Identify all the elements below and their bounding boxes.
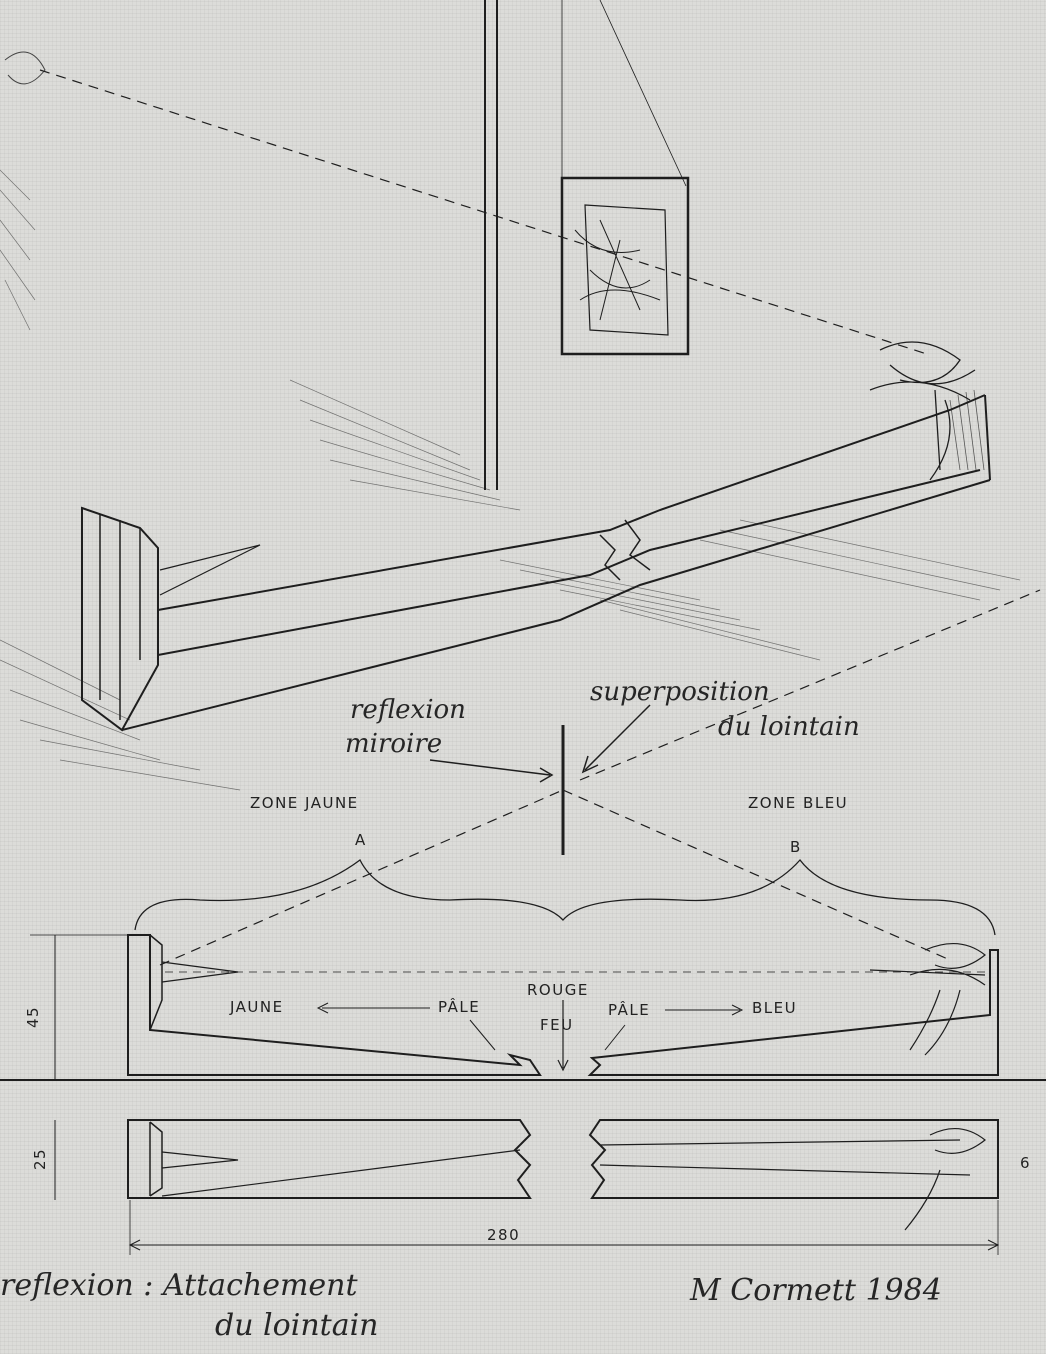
label-feu: FEU xyxy=(540,1016,574,1034)
dim-length-label: 280 xyxy=(487,1226,520,1244)
label-superposition: superposition xyxy=(590,677,770,707)
label-miroire: miroire xyxy=(345,729,442,759)
hang-line-right xyxy=(599,0,687,187)
label-rouge: ROUGE xyxy=(527,981,589,999)
caption-block: reflexion : Attachement du lointain M Co… xyxy=(0,1268,942,1343)
label-zone-b: B xyxy=(790,838,802,856)
arrow-reflexion xyxy=(429,759,551,776)
arrow-reflexion-head xyxy=(539,767,554,783)
plan-left-half xyxy=(127,1119,532,1199)
label-zone-jaune: ZONE JAUNE xyxy=(250,794,359,812)
sight-line-upper xyxy=(39,69,931,356)
caption-line2: du lointain xyxy=(215,1308,379,1343)
beam-left-outline xyxy=(127,934,542,1076)
right-block-tangle xyxy=(869,341,985,481)
label-pale-right: PÂLE xyxy=(608,1000,650,1019)
hatch-shading xyxy=(0,169,1021,791)
artist-signature: M Cormett 1984 xyxy=(689,1273,942,1308)
sight-line-a xyxy=(159,789,564,966)
dim-height-label: 45 xyxy=(24,1006,42,1028)
tangle-elevation xyxy=(869,942,986,1056)
plan-right-half xyxy=(588,1119,999,1199)
dim-depth-label: 25 xyxy=(31,1148,49,1170)
plan-diag-right xyxy=(599,1164,971,1176)
label-pale-left: PÂLE xyxy=(438,997,480,1016)
left-slab xyxy=(81,506,261,732)
sight-line-lower xyxy=(579,589,1041,781)
arrow-pale-right xyxy=(604,1024,626,1051)
framed-picture xyxy=(560,176,690,356)
annotations: reflexion miroire superposition du loint… xyxy=(134,677,996,966)
perspective-sketch xyxy=(0,0,1041,791)
plan-diag-right-2 xyxy=(599,1139,961,1146)
dim-small-label: 6 xyxy=(1020,1154,1031,1172)
label-du-lointain: du lointain xyxy=(718,712,860,742)
scribble-topleft xyxy=(4,51,46,85)
plan-slab xyxy=(149,1121,163,1197)
arrow-superposition-head xyxy=(581,755,599,774)
label-zone-bleu: ZONE BLEU xyxy=(748,794,848,812)
arrow-pale-left xyxy=(469,1019,496,1051)
beam-right-outline xyxy=(587,949,999,1076)
arrow-superposition xyxy=(584,704,651,771)
plan-tangle xyxy=(904,1128,986,1231)
plan-cone xyxy=(161,1151,239,1169)
label-zone-a: A xyxy=(355,831,367,849)
caption-line1: reflexion : Attachement xyxy=(0,1268,358,1303)
sight-line-b xyxy=(562,789,951,961)
plan-diag-left xyxy=(161,1149,521,1197)
label-jaune: JAUNE xyxy=(229,998,284,1016)
plan-view: 25 6 280 xyxy=(31,1119,1031,1255)
label-bleu: BLEU xyxy=(752,999,797,1017)
perspective-beam xyxy=(121,394,991,731)
zone-brace xyxy=(134,858,996,936)
elevation-view: 45 JAUNE PÂLE ROUGE FEU PÂLE BLEU xyxy=(0,934,1046,1081)
label-reflexion: reflexion xyxy=(350,695,466,725)
left-slab-edge xyxy=(149,934,163,1031)
